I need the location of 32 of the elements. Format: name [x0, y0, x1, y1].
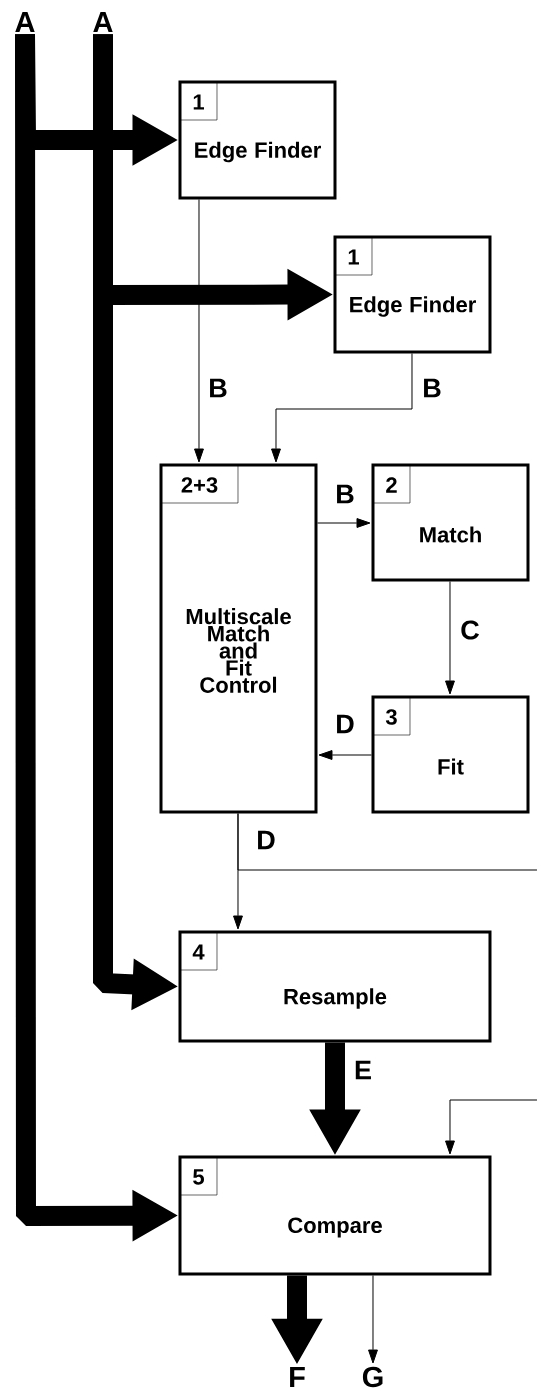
- arrow: [445, 1099, 537, 1155]
- signal-label: G: [362, 1366, 383, 1388]
- step-number: 2: [372, 464, 411, 504]
- signal-label: A: [93, 12, 113, 32]
- edge-label: B: [207, 377, 229, 399]
- edge-label: D: [334, 713, 356, 735]
- edge-label: D: [255, 829, 277, 851]
- box-label: Fit: [438, 758, 464, 775]
- box-label: Edge Finder: [195, 141, 321, 163]
- step-number: 1: [179, 81, 218, 121]
- edge-label: B: [421, 377, 443, 399]
- step-number: 3: [372, 696, 411, 736]
- signal-label: A: [15, 12, 35, 32]
- box-label: Edge Finder: [350, 296, 476, 317]
- arrow: [271, 353, 413, 463]
- signal-label: F: [290, 1367, 305, 1387]
- box-label: Multiscale Match and Fit Control: [186, 608, 291, 693]
- step-number: 4: [179, 931, 218, 971]
- arrow: [317, 518, 371, 528]
- step-number: 5: [179, 1156, 218, 1196]
- edge-label: C: [459, 619, 481, 641]
- edge-label: E: [353, 1059, 373, 1081]
- arrow: [445, 581, 455, 695]
- arrow: [318, 750, 372, 760]
- box-label: Compare: [288, 1217, 382, 1238]
- edge-label: B: [334, 483, 356, 505]
- arrow: [368, 1275, 378, 1364]
- box-label: Resample: [284, 988, 387, 1009]
- box-label: Match: [420, 526, 481, 543]
- step-number: 1: [334, 236, 373, 276]
- step-number: 2+3: [160, 464, 239, 504]
- arrow: [194, 199, 204, 463]
